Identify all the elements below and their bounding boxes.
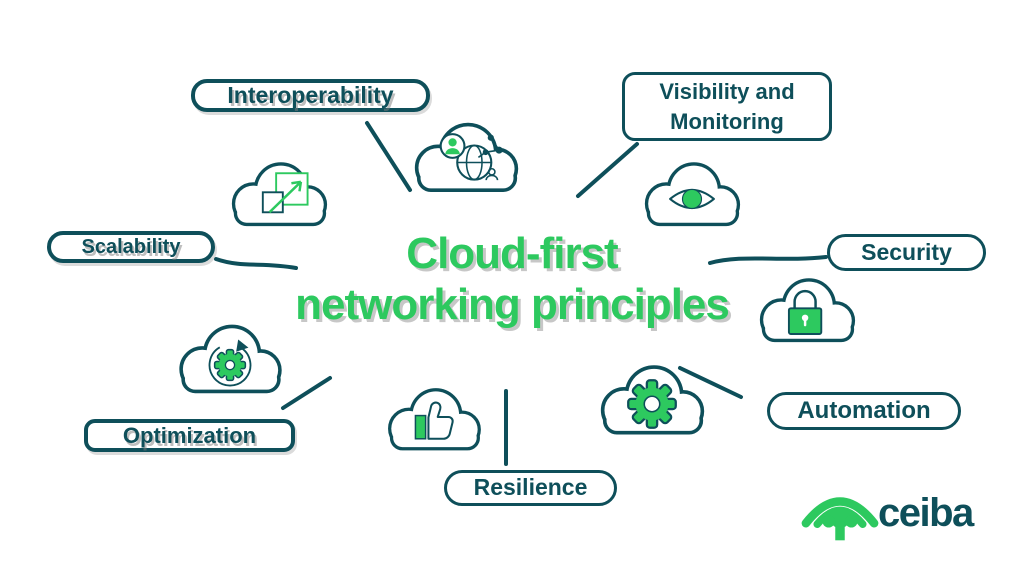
title-line1: Cloud-first <box>406 229 618 278</box>
resilience-label-text: Resilience <box>473 474 588 501</box>
title-line2: networking principles <box>295 280 730 330</box>
cloud-scalability <box>231 162 328 227</box>
padlock-icon <box>787 289 823 335</box>
gear-icon <box>627 379 677 429</box>
cloud-resilience <box>388 388 481 451</box>
node-label-automation: Automation <box>767 392 961 430</box>
node-label-visibility: Visibility and Monitoring <box>622 72 832 141</box>
logo-wordmark: ceiba <box>878 490 974 535</box>
expand-squares-arrow-icon <box>261 172 309 214</box>
node-label-optimization: Optimization <box>84 419 295 452</box>
globe-network-people-icon <box>439 133 503 181</box>
node-label-security: Security <box>827 234 986 271</box>
gear-sync-arrow-icon <box>208 339 252 387</box>
cloud-security <box>759 278 856 343</box>
cloud-visibility <box>644 162 741 227</box>
interoperability-label-text: Interoperability <box>227 81 394 108</box>
visibility-label-text: Visibility and Monitoring <box>659 78 795 134</box>
cloud-interoperability <box>414 122 519 192</box>
node-label-resilience: Resilience <box>444 470 617 506</box>
scalability-label-text: Scalability <box>81 235 181 258</box>
security-label-text: Security <box>861 238 952 265</box>
ceiba-tree-icon <box>801 497 879 541</box>
node-label-interoperability: Interoperability <box>191 79 430 112</box>
cloud-optimization <box>179 324 282 394</box>
node-label-scalability: Scalability <box>47 231 215 263</box>
automation-label-text: Automation <box>797 396 931 424</box>
connector-visibility <box>576 142 639 198</box>
page-title: Cloud-first networking principles <box>250 228 774 330</box>
cloud-automation <box>600 365 705 435</box>
ceiba-logo: ceiba <box>798 474 974 546</box>
optimization-label-text: Optimization <box>122 422 257 448</box>
thumbs-up-icon <box>414 401 454 440</box>
eye-icon <box>669 188 715 210</box>
